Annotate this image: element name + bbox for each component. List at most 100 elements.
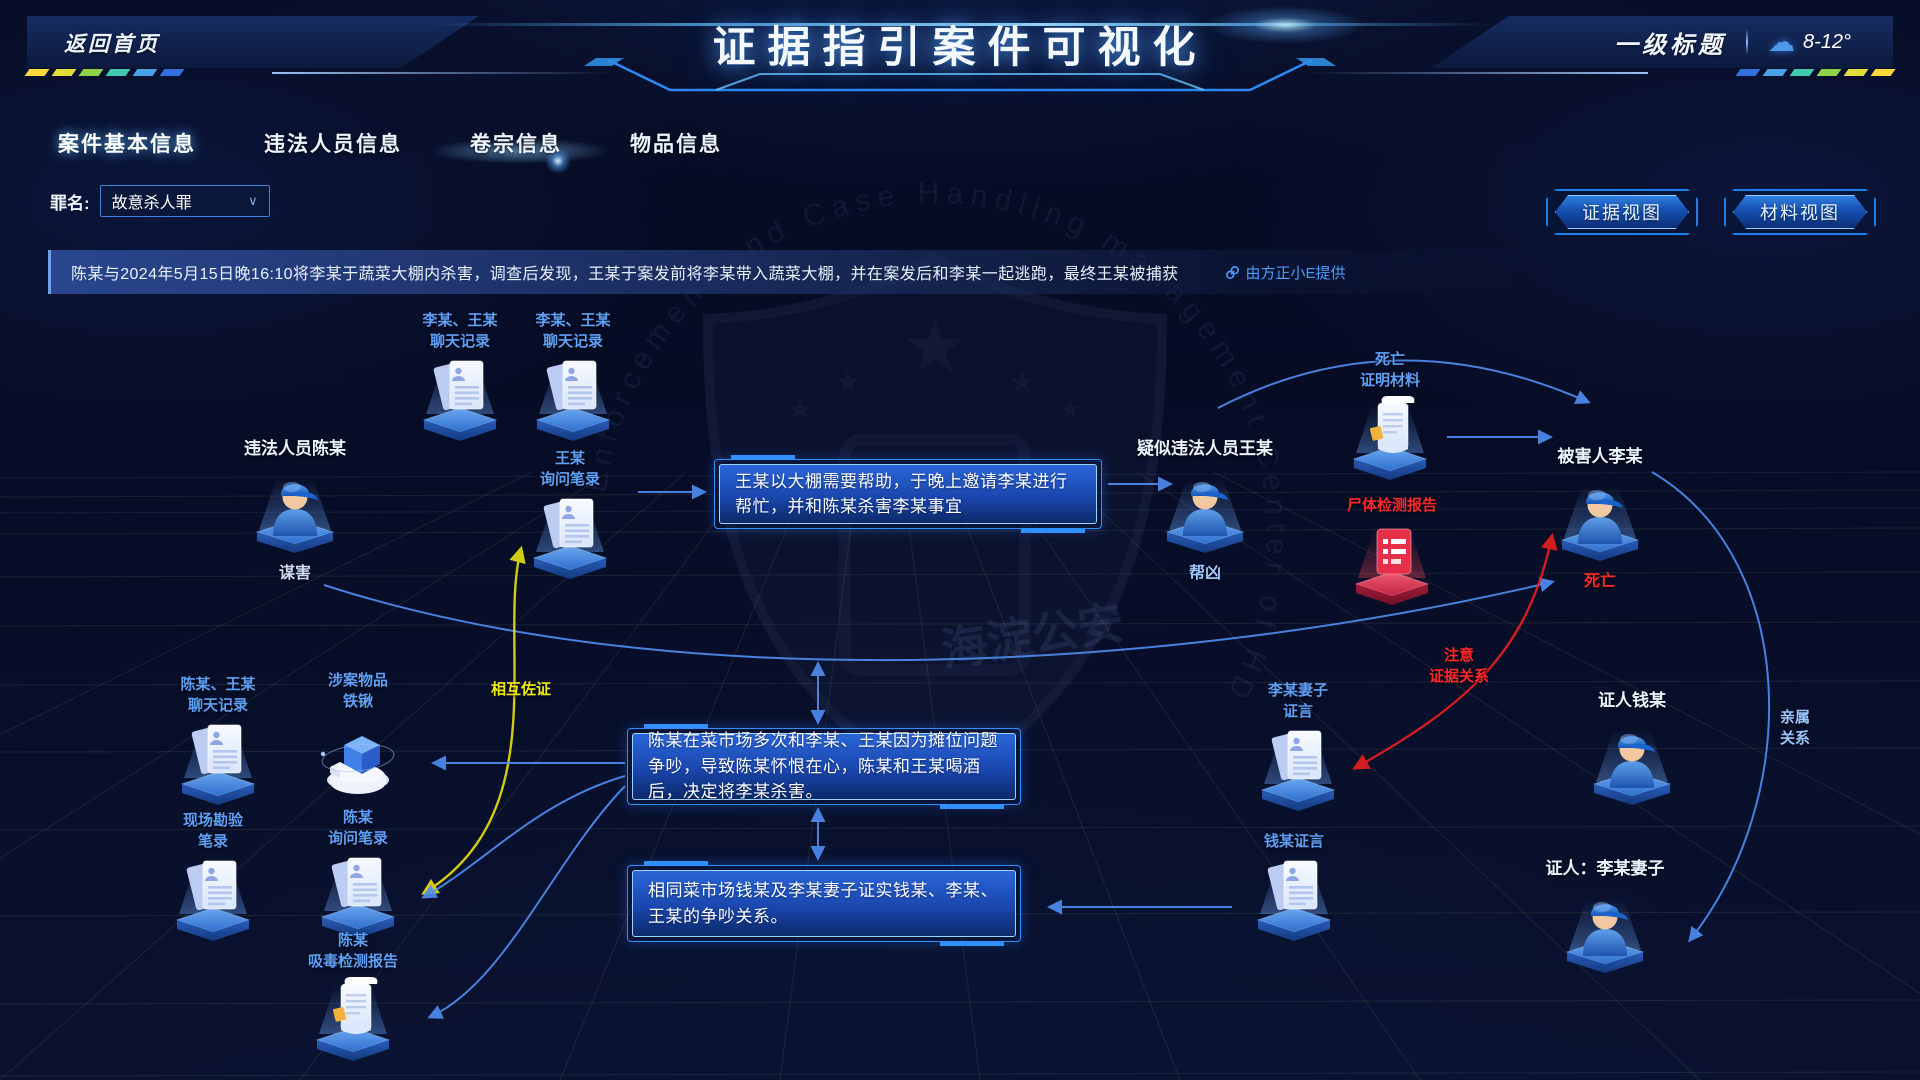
person-icon — [1165, 478, 1245, 553]
material-view-button[interactable]: 材料视图 — [1724, 189, 1876, 235]
statement-box-3-text: 相同菜市场钱某及李某妻子证实钱某、李某、王某的争吵关系。 — [632, 870, 1016, 937]
person-relation-tag: 帮凶 — [1188, 565, 1221, 582]
document-icon — [532, 498, 608, 579]
person-name: 疑似违法人员王某 — [1137, 439, 1273, 458]
title-pedestal-decor — [584, 58, 1336, 92]
back-home-button[interactable]: 返回首页 — [64, 33, 160, 56]
node-label: 死亡 — [1374, 351, 1405, 368]
node-label: 询问笔录 — [539, 471, 600, 488]
document-icon — [1256, 860, 1332, 941]
person-name: 证人：李某妻子 — [1545, 859, 1665, 878]
decor-line-right — [1308, 72, 1648, 74]
evidence-node-wife-testimony[interactable]: 李某妻子证言 — [1218, 680, 1378, 818]
crime-select[interactable]: 故意杀人罪 ∨ — [99, 185, 270, 217]
svg-text:★: ★ — [1009, 366, 1036, 399]
document-icon — [535, 360, 611, 441]
node-label: 钱某证言 — [1263, 833, 1324, 850]
evidence-node-death-certificate[interactable]: 死亡证明材料 — [1310, 349, 1470, 487]
node-label: 李某、王某 — [535, 312, 611, 329]
person-icon — [255, 478, 335, 553]
svg-text:★: ★ — [902, 305, 968, 388]
evidence-node-chat-record-li-wang-1[interactable]: 李某、王某聊天记录 — [380, 310, 540, 448]
tab-item-info[interactable]: 物品信息 — [630, 133, 722, 156]
header-level-label: 一级标题 — [1613, 31, 1726, 59]
evidence-node-wang-inquiry-note[interactable]: 王某询问笔录 — [490, 448, 650, 586]
chevron-down-icon: ∨ — [248, 193, 258, 208]
document-icon — [320, 857, 396, 938]
document-icon — [180, 724, 256, 805]
tab-dossier-info[interactable]: 卷宗信息 — [470, 133, 562, 156]
arrow-mutual-corroboration — [421, 545, 526, 895]
arrow-li-wife-kinship — [1651, 471, 1770, 943]
svg-text:★: ★ — [835, 366, 862, 399]
case-summary-text: 陈某与2024年5月15日晚16:10将李某于蔬菜大棚内杀害，调查后发现，王某于… — [71, 266, 1179, 283]
evidence-node-chen-drug-test-report[interactable]: 陈某吸毒检测报告 — [273, 930, 433, 1068]
evidence-node-item-shovel[interactable]: 涉案物品铁锹 — [278, 670, 438, 812]
tab-offender-info[interactable]: 违法人员信息 — [264, 133, 402, 156]
material-view-button-label: 材料视图 — [1733, 195, 1867, 229]
document-icon — [1260, 730, 1336, 811]
summary-source-link[interactable]: 由方正小E提供 — [1225, 262, 1346, 283]
statement-box-2-text: 陈某在菜市场多次和李某、王某因为摊位问题争吵，导致陈某怀恨在心，陈某和王某喝酒后… — [632, 731, 1016, 801]
statement-box-1-text: 王某以大棚需要帮助，于晚上邀请李某进行帮忙，并和陈某杀害李某事宜 — [719, 464, 1097, 524]
svg-text:★: ★ — [1058, 394, 1081, 424]
decor-glow — [430, 138, 610, 164]
evidence-node-chen-inquiry-note[interactable]: 陈某询问笔录 — [278, 807, 438, 945]
node-label: 铁锹 — [342, 693, 373, 710]
node-label: 询问笔录 — [327, 830, 388, 847]
header-right-plate: 一级标题 ☁ 8-12° — [1431, 16, 1893, 68]
person-relation-tag: 谋害 — [278, 565, 311, 582]
node-label: 涉案物品 — [327, 672, 388, 689]
document-icon — [175, 860, 251, 941]
edge-label-mutual-corroboration: 相互佐证 — [490, 680, 551, 698]
link-icon — [1225, 265, 1239, 279]
header-divider — [1745, 29, 1748, 55]
cloud-icon: ☁ — [1767, 26, 1795, 57]
node-label: 聊天记录 — [542, 333, 603, 350]
evidence-view-button[interactable]: 证据视图 — [1546, 189, 1698, 235]
node-label: 陈某 — [337, 932, 368, 949]
node-label: 聊天记录 — [187, 697, 248, 714]
node-label: 吸毒检测报告 — [307, 953, 398, 970]
arrow-wang-to-li-arc — [1217, 359, 1591, 409]
evidence-node-chat-record-li-wang-2[interactable]: 李某、王某聊天记录 — [493, 310, 653, 448]
statement-box-1: 王某以大棚需要帮助，于晚上邀请李某进行帮忙，并和陈某杀害李某事宜 — [714, 455, 1102, 533]
node-label: 陈某、王某 — [180, 676, 256, 693]
decor-line-left — [272, 72, 612, 74]
node-label: 笔录 — [197, 833, 228, 850]
node-label: 证言 — [1282, 703, 1313, 720]
evidence-node-qian-testimony[interactable]: 钱某证言 — [1214, 831, 1374, 948]
person-node-wang[interactable]: 疑似违法人员王某帮凶 — [1095, 438, 1315, 584]
evidence-node-body-exam-report[interactable]: 尸体检测报告 — [1312, 495, 1472, 612]
red-report-icon — [1354, 528, 1430, 605]
person-relation-tag: 死亡 — [1583, 573, 1616, 590]
node-label: 尸体检测报告 — [1346, 497, 1437, 514]
decor-light-streak — [430, 23, 1490, 26]
arrow-statement2-to-drug-report — [427, 785, 626, 1019]
statement-box-3: 相同菜市场钱某及李某妻子证实钱某、李某、王某的争吵关系。 — [627, 861, 1021, 946]
tab-case-basic-info[interactable]: 案件基本信息 — [46, 121, 208, 167]
node-label: 李某妻子 — [1267, 682, 1328, 699]
person-node-li[interactable]: 被害人李某死亡 — [1490, 446, 1710, 592]
evidence-node-scene-inspection-note[interactable]: 现场勘验笔录 — [133, 810, 293, 948]
node-label: 现场勘验 — [182, 812, 243, 829]
person-name: 被害人李某 — [1557, 447, 1643, 466]
edge-label-evidence-relation-warning: 注意证据关系 — [1428, 647, 1489, 685]
arrow-statement2-to-chen-note — [421, 775, 626, 899]
person-name: 证人钱某 — [1598, 691, 1666, 710]
weather-widget: ☁ 8-12° — [1768, 27, 1851, 58]
arrow-wife-testimony-li-evidence — [1352, 532, 1558, 770]
seized-item-icon — [320, 736, 395, 794]
node-label: 聊天记录 — [429, 333, 490, 350]
person-node-wife[interactable]: 证人：李某妻子 — [1495, 858, 1715, 984]
person-node-qian[interactable]: 证人钱某 — [1522, 690, 1742, 816]
person-node-chen[interactable]: 违法人员陈某谋害 — [185, 438, 405, 584]
evidence-node-chat-record-chen-wang[interactable]: 陈某、王某聊天记录 — [138, 674, 298, 812]
header-left-plate — [27, 16, 479, 68]
node-label: 李某、王某 — [422, 312, 498, 329]
person-icon — [1592, 730, 1672, 805]
person-icon — [1565, 898, 1645, 973]
page-header: 一级标题 ☁ 8-12° 返回首页 证据指引案件可视化 — [0, 0, 1920, 96]
